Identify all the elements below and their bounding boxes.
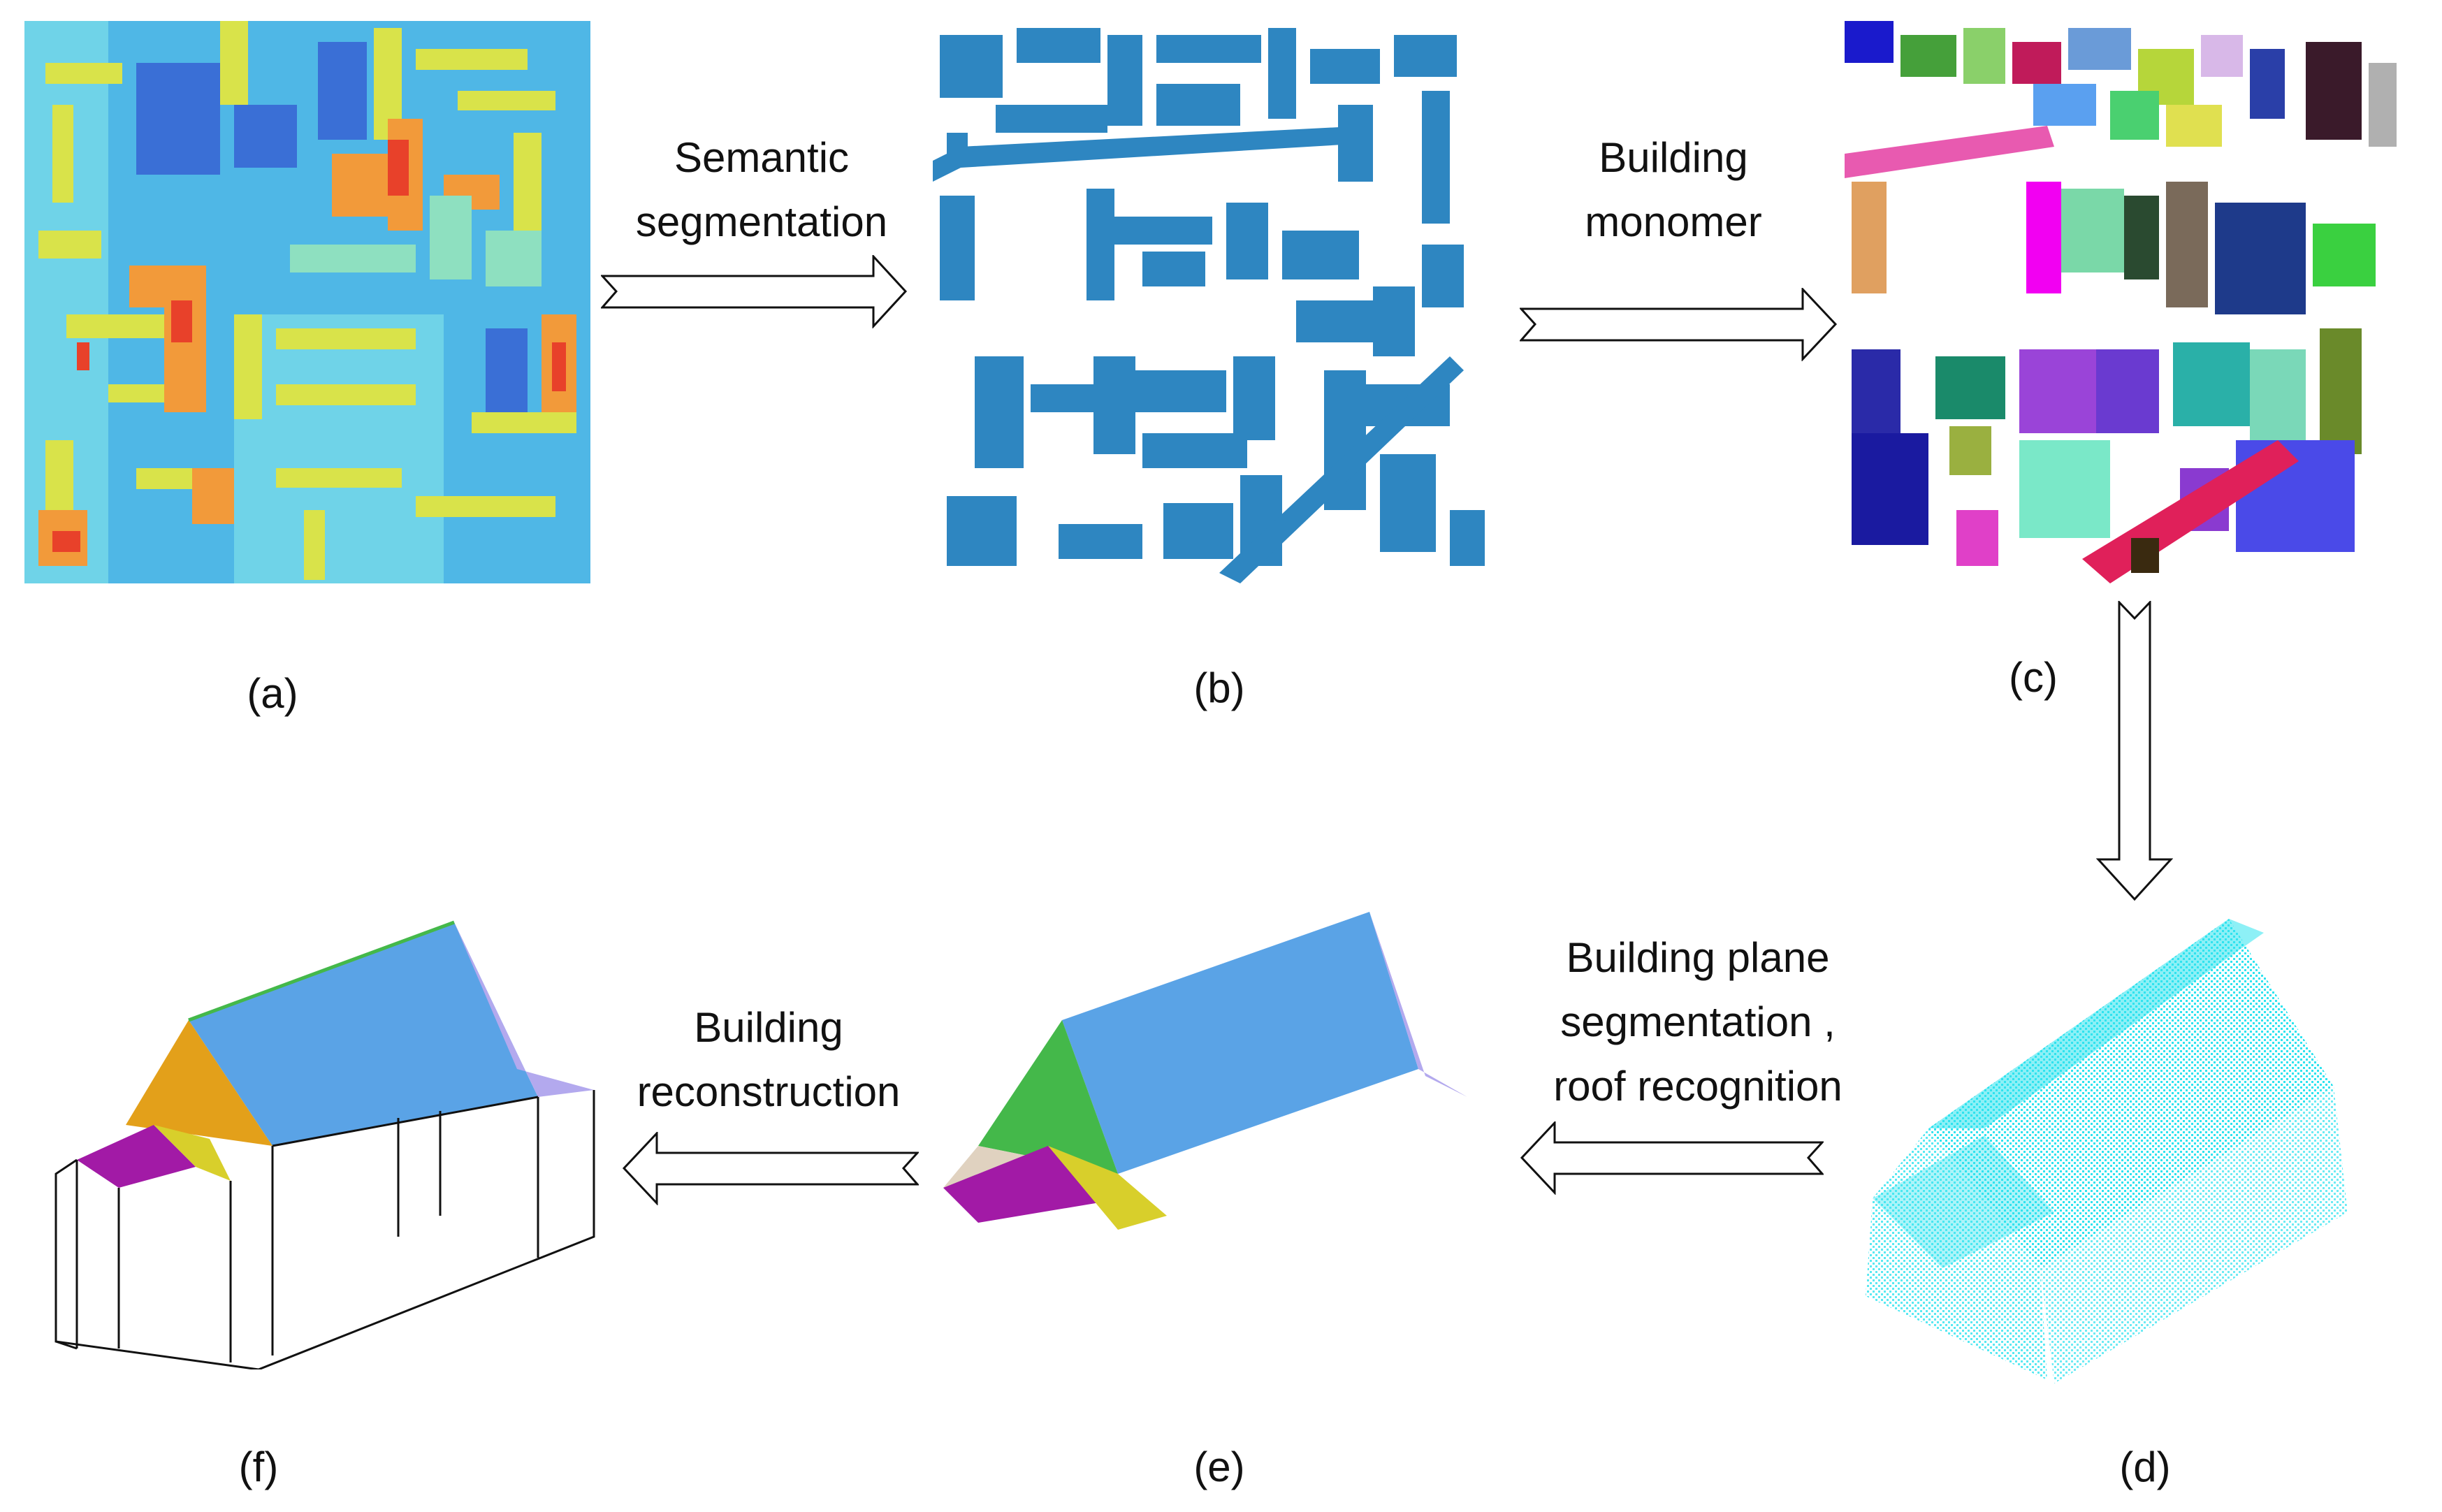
- step-line: segmentation ,: [1560, 998, 1836, 1045]
- step-line: monomer: [1585, 198, 1762, 245]
- panel-label-c: (c): [2009, 654, 2058, 701]
- arrow-right-icon: [1520, 288, 1838, 361]
- panel-label-e: (e): [1193, 1444, 1245, 1490]
- step-label-semantic-segmentation: Semantic segmentation: [601, 126, 922, 254]
- step-line: Building plane: [1566, 934, 1830, 981]
- step-line: Semantic: [674, 134, 850, 181]
- step-line: Building: [1599, 134, 1748, 181]
- point-cloud-image: [1866, 919, 2348, 1383]
- panel-label-f: (f): [238, 1444, 279, 1490]
- building-model-image: [54, 920, 595, 1369]
- arrow-left-icon: [1520, 1121, 1824, 1195]
- height-map-image: [24, 21, 590, 583]
- panel-b-semantic-segmentation: [933, 21, 1499, 583]
- arrow-right-icon: [601, 255, 908, 328]
- panel-label-a: (a): [247, 670, 298, 717]
- step-label-building-monomer: Building monomer: [1520, 126, 1827, 254]
- step-line: Building: [694, 1004, 843, 1051]
- step-line: reconstruction: [637, 1068, 901, 1115]
- step-label-plane-segmentation: Building plane segmentation , roof recog…: [1502, 926, 1894, 1119]
- panel-label-d: (d): [2119, 1444, 2171, 1490]
- step-line: segmentation: [635, 198, 888, 245]
- panel-d-building-point-cloud: [1845, 905, 2411, 1383]
- panel-e-roof-planes: [936, 908, 1481, 1244]
- arrow-left-icon: [622, 1132, 919, 1205]
- building-mask-image: [933, 21, 1499, 583]
- instance-map-image: [1845, 21, 2411, 583]
- panel-a-height-map: [24, 21, 590, 583]
- step-line: roof recognition: [1553, 1063, 1843, 1110]
- panel-label-b: (b): [1193, 664, 1245, 711]
- panel-f-building-model: [49, 908, 608, 1369]
- panel-c-building-instances: [1845, 21, 2411, 583]
- roof-planes-image: [943, 912, 1467, 1230]
- step-label-reconstruction: Building reconstruction: [601, 996, 936, 1124]
- arrow-down-icon: [2096, 601, 2173, 901]
